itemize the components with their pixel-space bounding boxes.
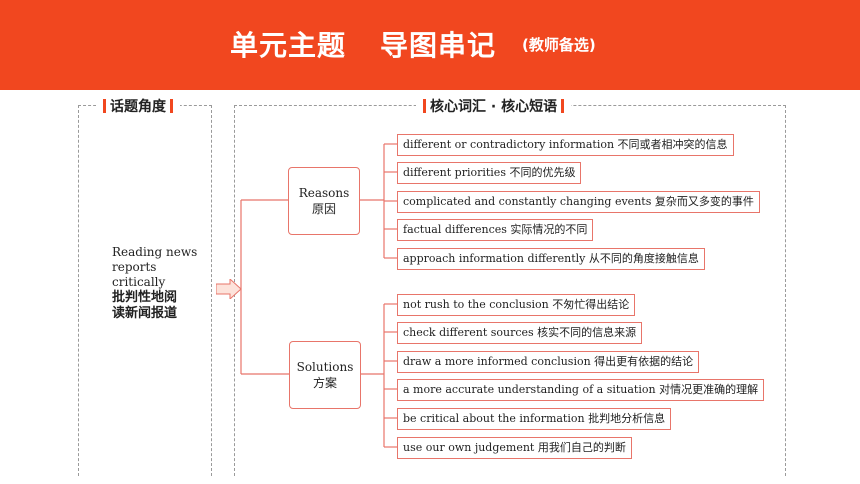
reasons-node: Reasons 原因 xyxy=(288,167,360,235)
solution-item: use our own judgement 用我们自己的判断 xyxy=(397,437,632,459)
solutions-node: Solutions 方案 xyxy=(289,341,361,409)
label-bar-icon xyxy=(423,99,426,113)
solutions-chinese: 方案 xyxy=(312,376,337,390)
topic-angle-text: 话题角度 xyxy=(110,99,166,115)
reason-item: factual differences 实际情况的不同 xyxy=(397,219,594,241)
banner-title: 单元主题 导图串记 (教师备选) xyxy=(230,24,596,64)
reasons-chinese: 原因 xyxy=(311,202,336,216)
solution-item: be critical about the information 批判地分析信… xyxy=(397,408,672,430)
topic-chinese-line1: 批判性地阅 xyxy=(112,290,178,305)
reason-item: different or contradictory information 不… xyxy=(397,134,734,156)
title-mindmap: 导图串记 xyxy=(380,29,497,62)
label-bar-icon xyxy=(561,99,565,113)
solution-item: check different sources 核实不同的信息来源 xyxy=(397,322,643,344)
title-teacher-note: (教师备选) xyxy=(522,35,596,54)
reason-item: complicated and constantly changing even… xyxy=(397,191,760,213)
arrow-right-icon xyxy=(216,279,242,299)
header-banner: 单元主题 导图串记 (教师备选) xyxy=(0,0,860,90)
reason-item: different priorities 不同的优先级 xyxy=(397,162,582,184)
reasons-english: Reasons xyxy=(298,186,350,200)
solutions-english: Solutions xyxy=(296,360,354,374)
core-vocabulary-label: 核心词汇 · 核心短语 xyxy=(416,97,572,115)
topic-chinese-line2: 读新闻报道 xyxy=(112,306,178,321)
solution-item: not rush to the conclusion 不匆忙得出结论 xyxy=(397,294,636,316)
topic-english: Reading news reports critically xyxy=(112,245,198,289)
label-bar-icon xyxy=(170,99,173,113)
topic-angle-label: 话题角度 xyxy=(96,97,180,115)
title-unit-theme: 单元主题 xyxy=(230,29,347,62)
label-bar-icon xyxy=(103,99,106,113)
reason-item: approach information differently 从不同的角度接… xyxy=(397,248,705,270)
solution-item: draw a more informed conclusion 得出更有依据的结… xyxy=(397,351,700,373)
core-vocabulary-text: 核心词汇 · 核心短语 xyxy=(430,99,558,115)
solution-item: a more accurate understanding of a situa… xyxy=(397,379,765,401)
topic-block: Reading news reports critically 批判性地阅 读新… xyxy=(112,245,208,322)
